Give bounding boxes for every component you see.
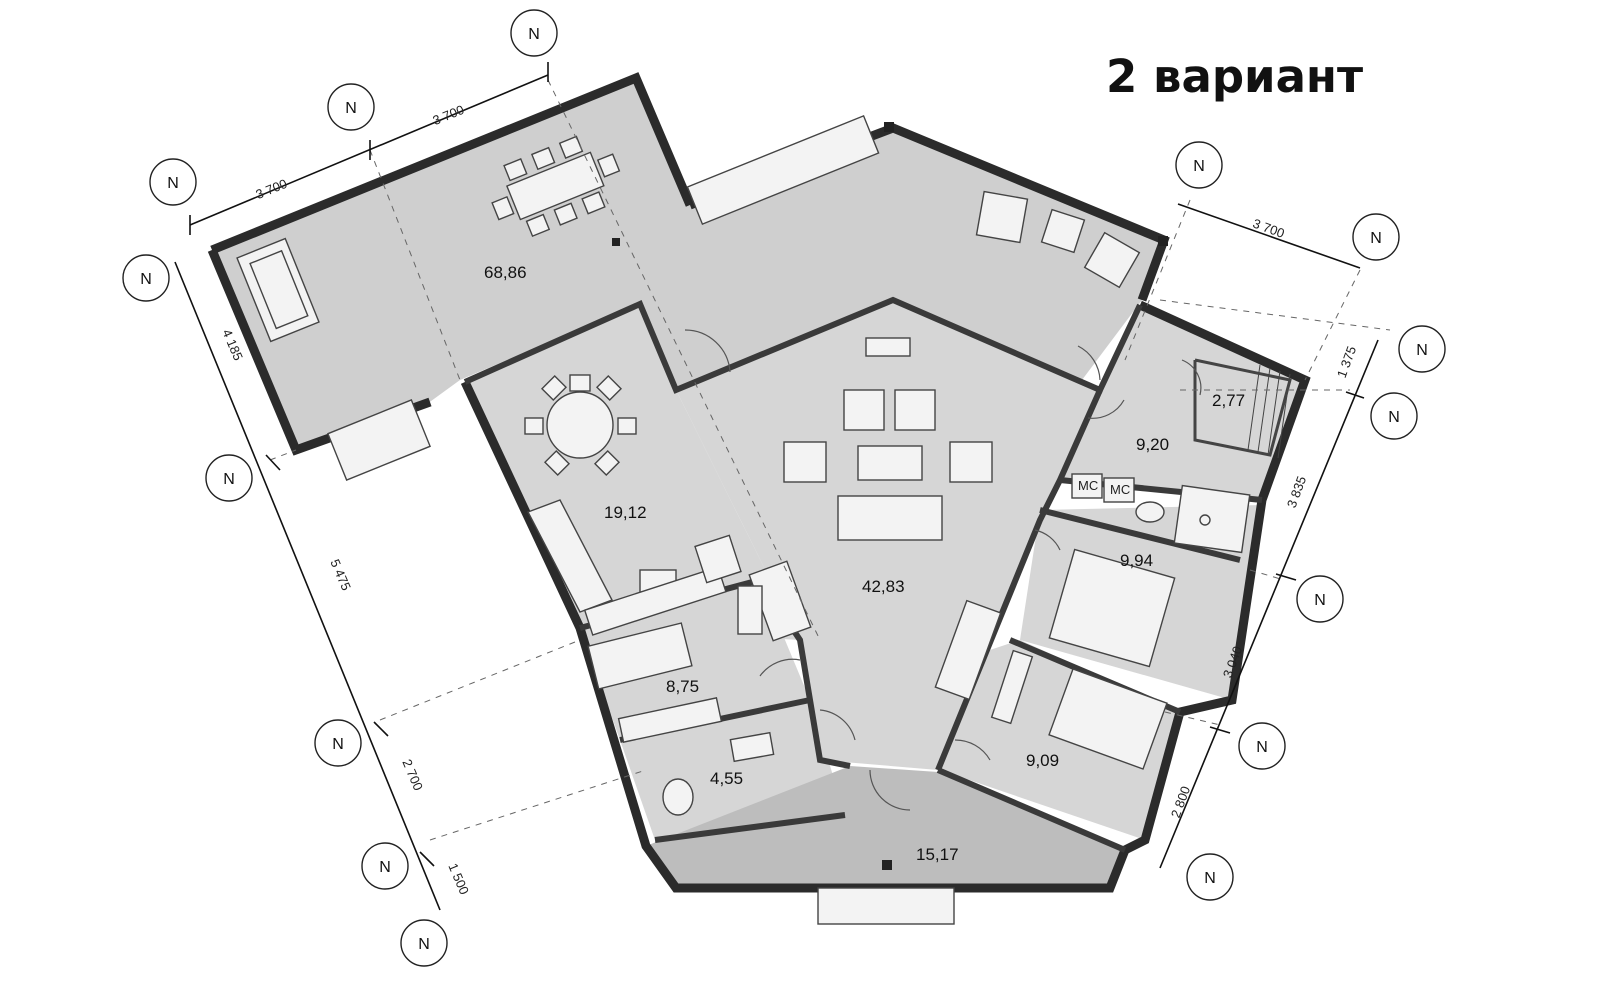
doors [684, 329, 1202, 811]
dim-left-2: 5 475 [327, 557, 354, 593]
armchair-icon [1040, 208, 1086, 254]
axis-bubble [400, 919, 448, 967]
armchair-icon [975, 190, 1029, 244]
axis-label: N [223, 471, 235, 488]
room-area-terrace-top: 68,86 [484, 263, 527, 282]
armchair-icon [949, 441, 993, 483]
column-marker [612, 238, 620, 246]
sink-icon [737, 585, 763, 635]
room-area-wc-left: 4,55 [710, 769, 743, 788]
dim-left-3: 2 700 [399, 757, 426, 793]
column-marker [1158, 236, 1168, 246]
axis-label: N [140, 271, 152, 288]
dining-table-icon [491, 135, 621, 238]
axis-label: N [167, 175, 179, 192]
coffee-table-icon [857, 445, 923, 481]
axis-bubble [361, 842, 409, 890]
axis-bubble [205, 454, 253, 502]
axis-label: N [1370, 230, 1382, 247]
fireplace-icon [865, 337, 911, 357]
outer-walls [207, 72, 1311, 893]
washer-icon [1071, 473, 1103, 499]
dim-right-4: 2 800 [1168, 784, 1193, 820]
axis-bubble [314, 719, 362, 767]
shower-head-icon [1199, 514, 1211, 526]
bed-icon [587, 622, 693, 690]
axis-label: N [418, 936, 430, 953]
dim-top-right: 3 700 [1251, 216, 1287, 241]
room-area-kitchen: 19,12 [604, 503, 647, 522]
entrance-step [686, 114, 880, 226]
axis-lines [269, 79, 1391, 841]
room-areas: 68,86 42,83 19,12 8,75 4,55 15,17 9,20 2… [484, 263, 1245, 864]
sofa-icon [837, 495, 943, 541]
axis-bubble [1296, 575, 1344, 623]
axis-bubble [1238, 722, 1286, 770]
fridge-icon [694, 534, 742, 584]
axis-label: N [332, 736, 344, 753]
axis-bubble [149, 158, 197, 206]
kitchen-counter-icon [527, 499, 613, 613]
shower-icon [1173, 484, 1251, 554]
armchair-icon [783, 441, 827, 483]
axis-bubble [1398, 325, 1446, 373]
dim-top-left: 3 700 [253, 176, 289, 202]
entrance-step [327, 399, 431, 481]
sofa-icon [236, 237, 320, 343]
axis-label: N [1193, 158, 1205, 175]
axis-bubble [1370, 392, 1418, 440]
washer-label: МС [1078, 478, 1098, 493]
axis-bubbles: N N N N N N N N N N N N N N N [122, 9, 1446, 967]
armchair-icon [1083, 231, 1141, 289]
armchair-icon [843, 389, 885, 431]
axis-label: N [1416, 342, 1428, 359]
axis-label: N [528, 26, 540, 43]
dim-right-2: 3 835 [1284, 474, 1309, 510]
plan-title: 2 вариант [1106, 50, 1363, 103]
sink-icon [729, 731, 775, 763]
axis-bubble [122, 254, 170, 302]
room-area-living: 42,83 [862, 577, 905, 596]
room-area-bedroom-right-top: 9,94 [1120, 551, 1153, 570]
wardrobe-icon [990, 649, 1034, 725]
furniture: МС МС [236, 135, 1291, 816]
column-marker [882, 860, 892, 870]
wardrobe-icon [617, 697, 723, 743]
axis-bubble [510, 9, 558, 57]
axis-bubble [327, 83, 375, 131]
axis-bubble [1175, 141, 1223, 189]
entrance-step [817, 887, 955, 925]
armchair-icon [894, 389, 936, 431]
axis-label: N [379, 859, 391, 876]
bed-icon [1048, 668, 1168, 770]
dimension-lines [174, 62, 1379, 911]
room-area-terrace-bottom: 15,17 [916, 845, 959, 864]
dim-top-mid: 3 700 [430, 102, 466, 128]
bed-icon [1048, 548, 1176, 668]
sink-icon [1135, 501, 1165, 523]
round-table-icon [524, 374, 637, 477]
wardrobe-icon [934, 599, 1002, 701]
washer-icon [1103, 477, 1135, 503]
kitchen-counter-icon [583, 566, 727, 636]
room-area-hall-right: 9,20 [1136, 435, 1169, 454]
room-area-bedroom-right-bottom: 9,09 [1026, 751, 1059, 770]
axis-bubble [1352, 213, 1400, 261]
axis-label: N [345, 100, 357, 117]
sauna-bench-icon [1247, 364, 1291, 459]
washer-label: МС [1110, 482, 1130, 497]
axis-label: N [1204, 870, 1216, 887]
room-area-bedroom-left: 8,75 [666, 677, 699, 696]
room-area-sauna: 2,77 [1212, 391, 1245, 410]
axis-label: N [1314, 592, 1326, 609]
axis-label: N [1256, 739, 1268, 756]
axis-label: N [1388, 409, 1400, 426]
dim-right-1: 1 375 [1334, 344, 1359, 380]
column-marker [884, 122, 894, 132]
toilet-icon [662, 778, 694, 816]
axis-bubble [1186, 853, 1234, 901]
dim-left-4: 1 500 [445, 861, 472, 897]
